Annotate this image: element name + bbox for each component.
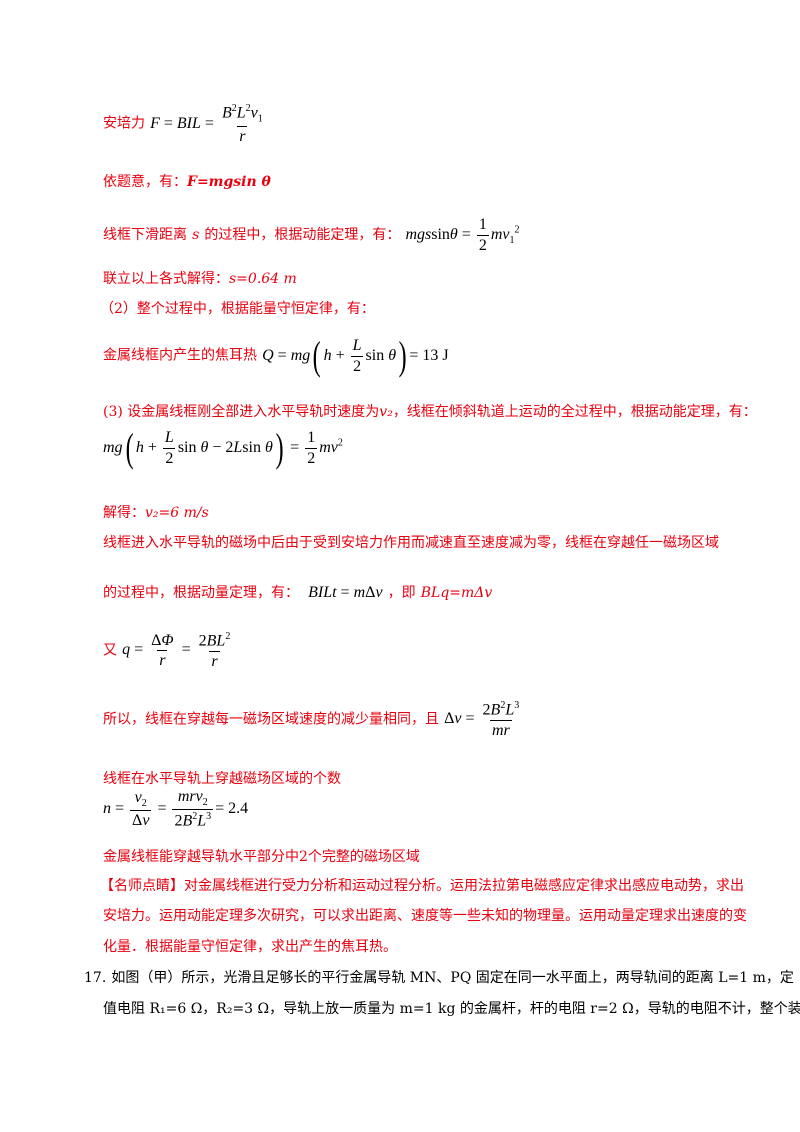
teacher-tip-line1: 【名师点睛】对金属线框进行受力分析和运动过程分析。运用法拉第电磁感应定律求出感应… — [100, 878, 744, 894]
part3-intro: (3) 设金属线框刚全部进入水平导轨时速度为v₂，线框在倾斜轨道上运动的全过程中… — [103, 404, 757, 420]
teacher-tip-line3: 化量．根据能量守恒定律，求出产生的焦耳热。 — [103, 939, 397, 955]
ampere-force-label: 安培力 — [103, 115, 145, 132]
v2-result: v₂=6 m/s — [145, 505, 209, 521]
teacher-tip-label: 【名师点睛】 — [100, 878, 184, 894]
part2-intro: （2）整个过程中，根据能量守恒定律，有： — [100, 301, 375, 317]
question-17-line1: 17. 如图（甲）所示，光滑且足够长的平行金属导轨 MN、PQ 固定在同一水平面… — [84, 970, 794, 986]
momentum-explanation: 线框进入水平导轨的磁场中后由于受到安培力作用而减速直至速度减为零，线框在穿越任一… — [103, 535, 719, 551]
s-result: s=0.64 m — [229, 271, 297, 287]
question-17-line2: 值电阻 R₁=6 Ω，R₂=3 Ω，导轨上放一质量为 m=1 kg 的金属杆，杆… — [103, 1001, 800, 1017]
condition-line: 依题意，有：F=mgsin θ — [103, 174, 271, 190]
teacher-tip-line2: 安培力。运用动能定理多次研究，可以求出距离、速度等一些未知的物理量。运用动量定理… — [103, 908, 747, 924]
momentum-theorem-line: 的过程中，根据动量定理，有： BILt = mΔv ，即 BLq=mΔv — [103, 584, 493, 601]
conclusion-line: 金属线框能穿越导轨水平部分中2个完整的磁场区域 — [103, 849, 420, 865]
solve-s-line: 联立以上各式解得：s=0.64 m — [103, 271, 297, 287]
momentum-formula: BILt = mΔv — [308, 584, 383, 601]
question-number: 17. — [84, 970, 107, 986]
region-count-label: 线框在水平导轨上穿越磁场区域的个数 — [103, 771, 341, 787]
condition-equation: F=mgsin θ — [187, 174, 271, 190]
solve-v2-line: 解得：v₂=6 m/s — [103, 505, 209, 521]
